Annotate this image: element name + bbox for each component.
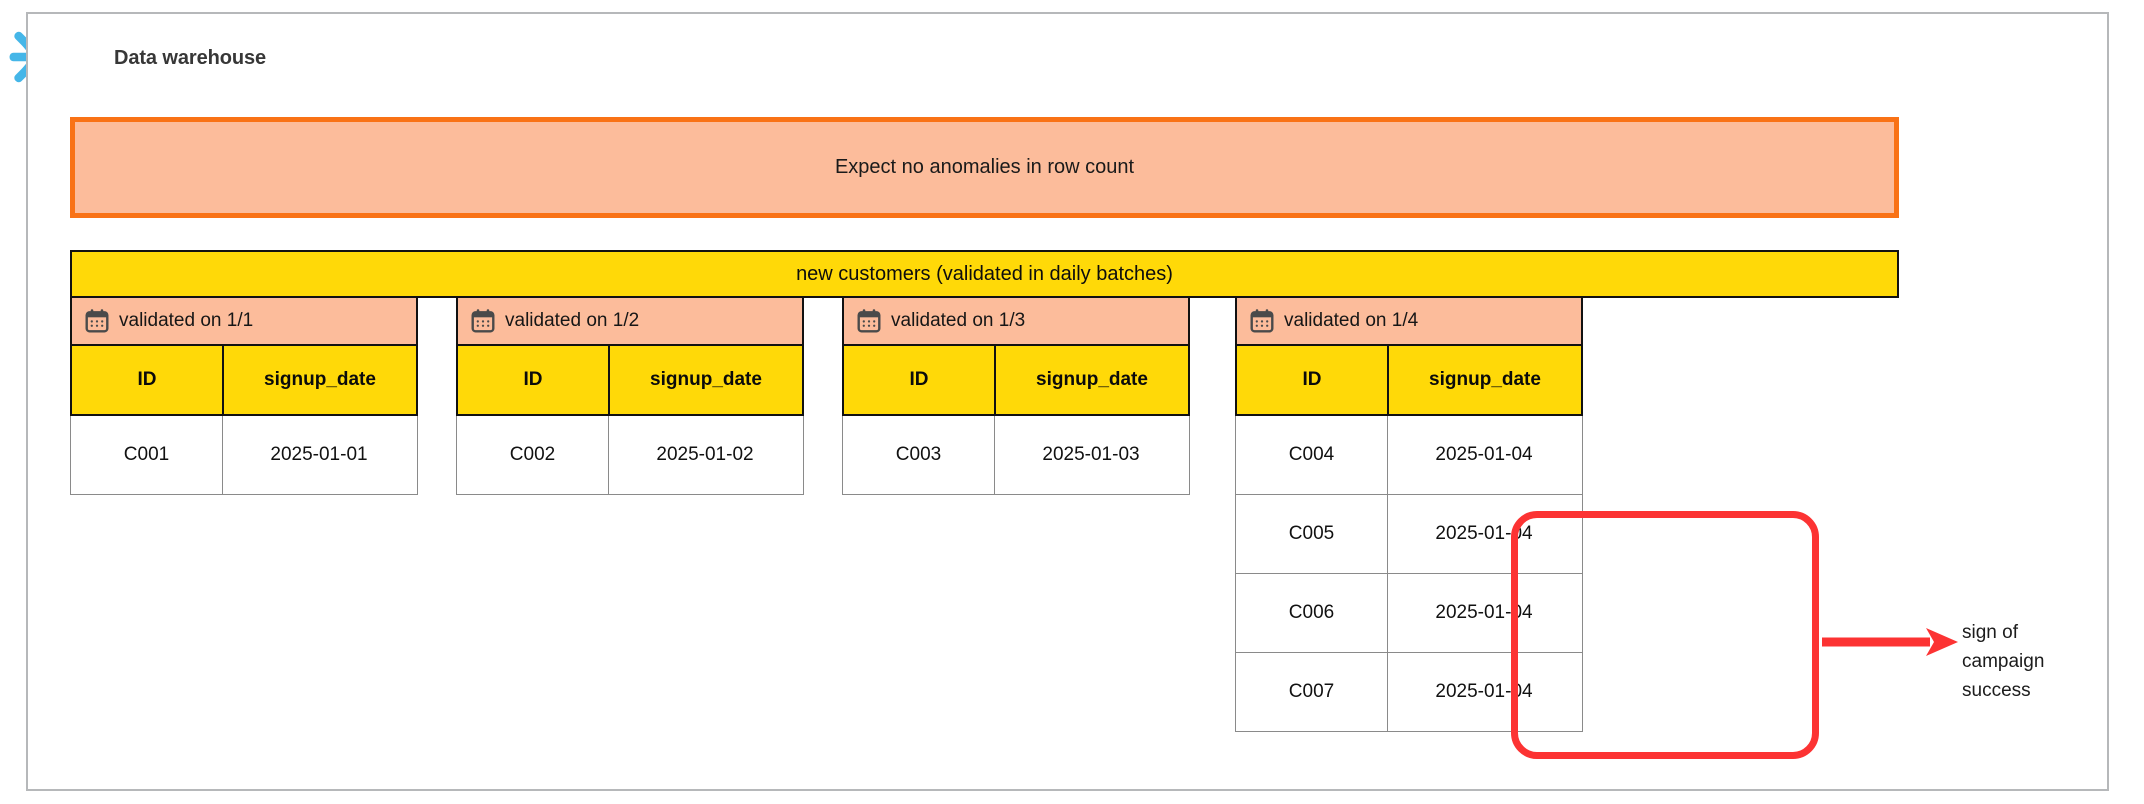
batch-group-2: validated on 1/2 ID signup_date C002 202… (456, 298, 804, 495)
table-row: C005 2025-01-04 (1236, 494, 1582, 573)
calendar-icon (857, 309, 881, 333)
batch-group-4-rows: C004 2025-01-04 C005 2025-01-04 C006 202… (1235, 416, 1583, 732)
cell-id: C002 (457, 416, 609, 494)
cell-id: C001 (71, 416, 223, 494)
column-header-id: ID (844, 346, 996, 414)
table-row: C007 2025-01-04 (1236, 652, 1582, 731)
batch-group-3-column-headers: ID signup_date (842, 346, 1190, 416)
batch-group-2-header: validated on 1/2 (456, 298, 804, 346)
cell-signup-date: 2025-01-04 (1435, 602, 1533, 623)
batch-group-4-column-headers: ID signup_date (1235, 346, 1583, 416)
batch-group-1-rows: C001 2025-01-01 (70, 416, 418, 495)
column-header-signup-date: signup_date (650, 369, 762, 390)
cell-id: C005 (1236, 495, 1388, 573)
cell-signup-date: 2025-01-04 (1435, 523, 1533, 544)
column-header-id: ID (458, 346, 610, 414)
batch-group-2-rows: C002 2025-01-02 (456, 416, 804, 495)
batch-group-1-label: validated on 1/1 (119, 310, 254, 331)
batch-group-1: validated on 1/1 ID signup_date C001 202… (70, 298, 418, 495)
column-header-signup-date: signup_date (264, 369, 376, 390)
table-row: C002 2025-01-02 (457, 416, 803, 494)
batch-group-2-column-headers: ID signup_date (456, 346, 804, 416)
table-row: C004 2025-01-04 (1236, 416, 1582, 494)
expectation-banner: Expect no anomalies in row count (70, 117, 1899, 218)
batch-group-1-header: validated on 1/1 (70, 298, 418, 346)
table-row: C006 2025-01-04 (1236, 573, 1582, 652)
page-title: Data warehouse (114, 47, 266, 69)
cell-id: C003 (843, 416, 995, 494)
batch-group-3: validated on 1/3 ID signup_date C003 202… (842, 298, 1190, 495)
calendar-icon (1250, 309, 1274, 333)
new-customers-table: new customers (validated in daily batche… (70, 250, 1899, 732)
batch-group-3-label: validated on 1/3 (891, 310, 1026, 331)
table-row: C001 2025-01-01 (71, 416, 417, 494)
annotation-arrow-icon (1822, 628, 1958, 656)
cell-signup-date: 2025-01-04 (1435, 444, 1533, 465)
annotation-line-1: sign of (1962, 622, 2018, 643)
cell-id: C007 (1236, 653, 1388, 731)
batch-group-4: validated on 1/4 ID signup_date C004 202… (1235, 298, 1583, 732)
column-header-signup-date: signup_date (1429, 369, 1541, 390)
annotation-text: sign of campaign success (1962, 618, 2127, 705)
batch-group-row: validated on 1/1 ID signup_date C001 202… (70, 298, 1899, 732)
batch-group-3-rows: C003 2025-01-03 (842, 416, 1190, 495)
column-header-id: ID (72, 346, 224, 414)
calendar-icon (471, 309, 495, 333)
batch-group-2-label: validated on 1/2 (505, 310, 640, 331)
cell-id: C006 (1236, 574, 1388, 652)
table-row: C003 2025-01-03 (843, 416, 1189, 494)
column-header-id: ID (1237, 346, 1389, 414)
batch-group-4-label: validated on 1/4 (1284, 310, 1419, 331)
batch-group-1-column-headers: ID signup_date (70, 346, 418, 416)
cell-signup-date: 2025-01-03 (1042, 444, 1140, 465)
cell-id: C004 (1236, 416, 1388, 494)
cell-signup-date: 2025-01-01 (270, 444, 368, 465)
cell-signup-date: 2025-01-04 (1435, 681, 1533, 702)
column-header-signup-date: signup_date (1036, 369, 1148, 390)
annotation-line-2: campaign (1962, 651, 2045, 672)
calendar-icon (85, 309, 109, 333)
cell-signup-date: 2025-01-02 (656, 444, 754, 465)
expectation-banner-text: Expect no anomalies in row count (834, 156, 1135, 178)
batch-group-3-header: validated on 1/3 (842, 298, 1190, 346)
table-title: new customers (validated in daily batche… (70, 250, 1899, 298)
batch-group-4-header: validated on 1/4 (1235, 298, 1583, 346)
annotation-line-3: success (1962, 680, 2031, 701)
